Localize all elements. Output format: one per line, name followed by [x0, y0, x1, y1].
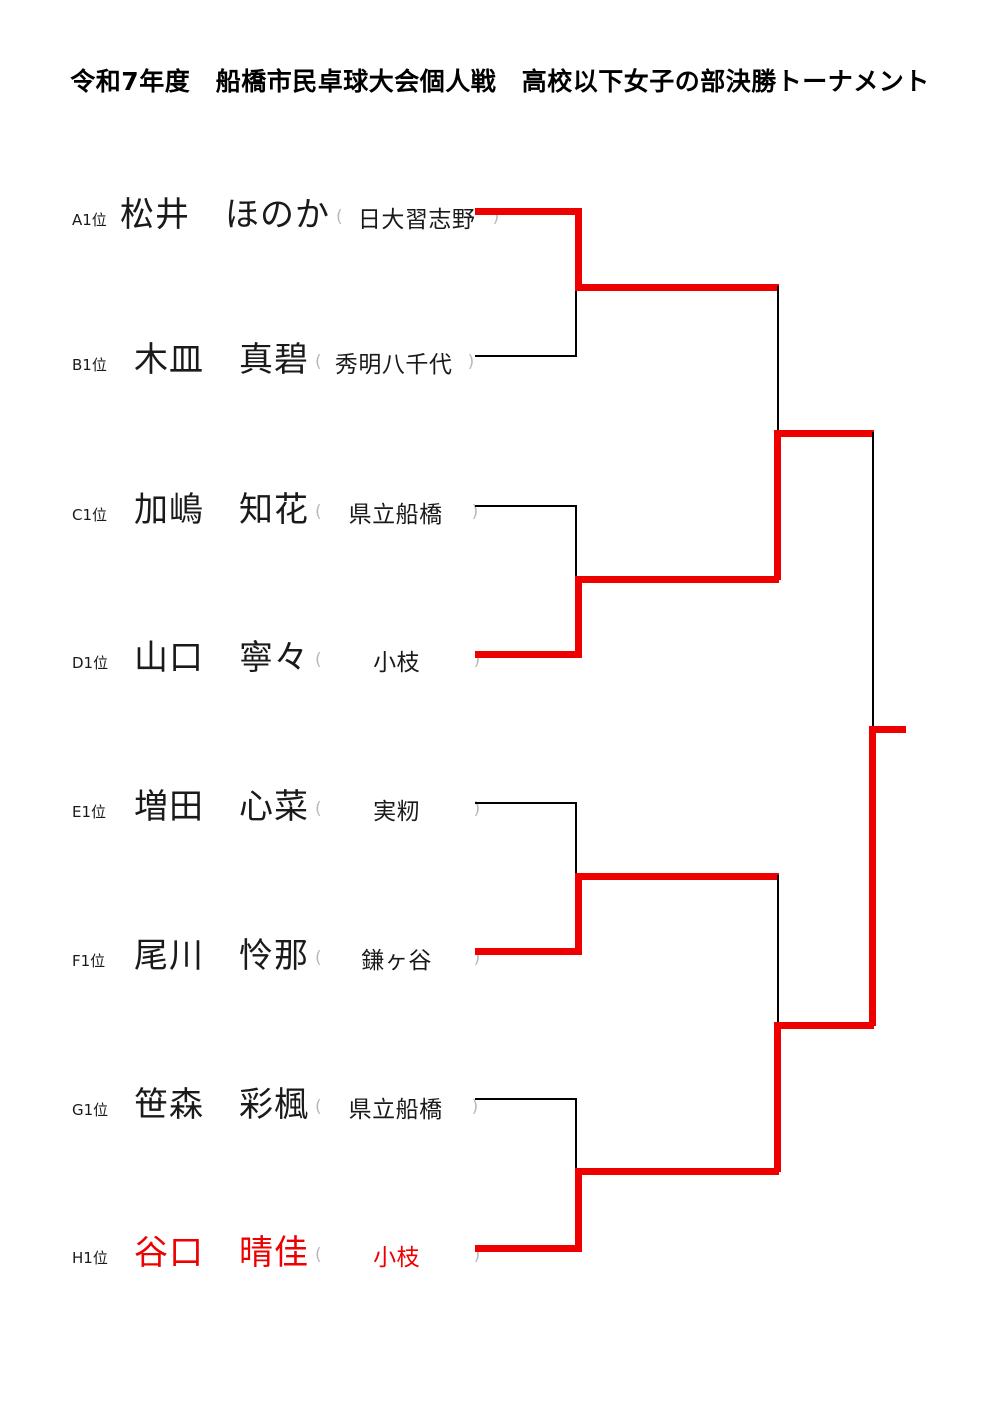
line-final-bottom-riser-red [869, 726, 876, 1026]
paren-open: ( [336, 207, 343, 227]
line-qf2-riser [575, 505, 577, 578]
player-name: 松井 ほのか [120, 195, 330, 235]
line-qf4-riser-red [575, 1168, 582, 1252]
player-name: 笹森 彩楓 [134, 1085, 309, 1125]
line-qf4-bottom-red [475, 1245, 582, 1252]
line-sf1-top-drop [777, 286, 779, 434]
player-school: 秀明八千代 [334, 352, 453, 378]
paren-close: ) [473, 948, 481, 968]
bracket-entry-f[interactable]: F1位 尾川 怜那 ( 鎌ヶ谷 ) [72, 927, 484, 973]
bracket-entry-a[interactable]: A1位 松井 ほのか ( 日大習志野 ) [72, 186, 503, 232]
player-name: 尾川 怜那 [134, 936, 309, 976]
seed-label: G1位 [72, 1101, 109, 1119]
paren-close: ) [471, 1097, 479, 1117]
bracket-entry-h[interactable]: H1位 谷口 晴佳 ( 小枝 ) [72, 1224, 484, 1270]
line-qf2-winner-feed [575, 576, 779, 583]
line-sf2-bottom-riser-red [774, 1022, 781, 1172]
paren-close: ) [467, 352, 475, 372]
line-sf1-bottom-riser-red [774, 430, 781, 580]
line-qf3-riser-red [575, 873, 582, 955]
line-qf3-bottom-red [475, 948, 582, 955]
bracket-entry-b[interactable]: B1位 木皿 真碧 ( 秀明八千代 ) [72, 331, 478, 377]
player-school: 県立船橋 [348, 1097, 443, 1123]
seed-label: E1位 [72, 803, 107, 821]
player-name: 増田 心菜 [134, 787, 309, 827]
line-qf1-riser-red [575, 208, 582, 291]
line-qf4-riser [575, 1098, 577, 1171]
line-qf1-winner-feed [575, 284, 779, 291]
bracket-entry-e[interactable]: E1位 増田 心菜 ( 実籾 ) [72, 778, 484, 824]
paren-close: ) [473, 1245, 481, 1265]
player-school: 鎌ヶ谷 [361, 948, 432, 974]
line-qf1-riser [575, 288, 577, 357]
line-qf1-top-red [475, 208, 582, 215]
player-school: 小枝 [373, 650, 421, 676]
line-qf4-winner-feed [575, 1168, 779, 1175]
paren-open: ( [315, 1097, 322, 1117]
line-qf2-top [475, 505, 577, 507]
seed-label: H1位 [72, 1249, 108, 1267]
paren-open: ( [315, 799, 322, 819]
bracket-entry-d[interactable]: D1位 山口 寧々 ( 小枝 ) [72, 629, 484, 675]
paren-open: ( [315, 502, 322, 522]
line-qf1-bottom [475, 355, 577, 357]
player-school: 日大習志野 [357, 207, 476, 233]
line-sf1-winner-feed [774, 430, 874, 437]
paren-open: ( [315, 352, 322, 372]
paren-open: ( [315, 650, 322, 670]
line-qf3-winner-feed [575, 873, 779, 880]
line-final-top-drop [872, 432, 874, 729]
line-champion-stub [869, 726, 906, 733]
paren-open: ( [315, 1245, 322, 1265]
line-qf3-top [475, 802, 577, 804]
paren-open: ( [315, 948, 322, 968]
line-qf4-top [475, 1098, 577, 1100]
line-qf2-bottom-red [475, 651, 582, 658]
paren-close: ) [492, 207, 500, 227]
page-title: 令和7年度 船橋市民卓球大会個人戦 高校以下女子の部決勝トーナメント [70, 67, 930, 96]
line-qf2-riser-red [575, 576, 582, 658]
player-school: 県立船橋 [348, 502, 443, 528]
paren-close: ) [473, 799, 481, 819]
bracket-entry-c[interactable]: C1位 加嶋 知花 ( 県立船橋 ) [72, 481, 482, 527]
player-school: 実籾 [373, 799, 421, 825]
player-name: 谷口 晴佳 [134, 1233, 309, 1273]
player-school: 小枝 [373, 1245, 421, 1271]
bracket-entry-g[interactable]: G1位 笹森 彩楓 ( 県立船橋 ) [72, 1076, 482, 1122]
player-name: 木皿 真碧 [134, 340, 309, 380]
seed-label: A1位 [72, 211, 107, 229]
player-name: 加嶋 知花 [134, 490, 309, 530]
seed-label: B1位 [72, 356, 107, 374]
seed-label: F1位 [72, 952, 106, 970]
line-sf2-winner-feed [774, 1022, 874, 1029]
line-sf2-top-drop [777, 875, 779, 1027]
seed-label: C1位 [72, 506, 108, 524]
seed-label: D1位 [72, 654, 109, 672]
line-qf3-riser [575, 802, 577, 875]
paren-close: ) [471, 502, 479, 522]
paren-close: ) [473, 650, 481, 670]
player-name: 山口 寧々 [134, 638, 309, 678]
